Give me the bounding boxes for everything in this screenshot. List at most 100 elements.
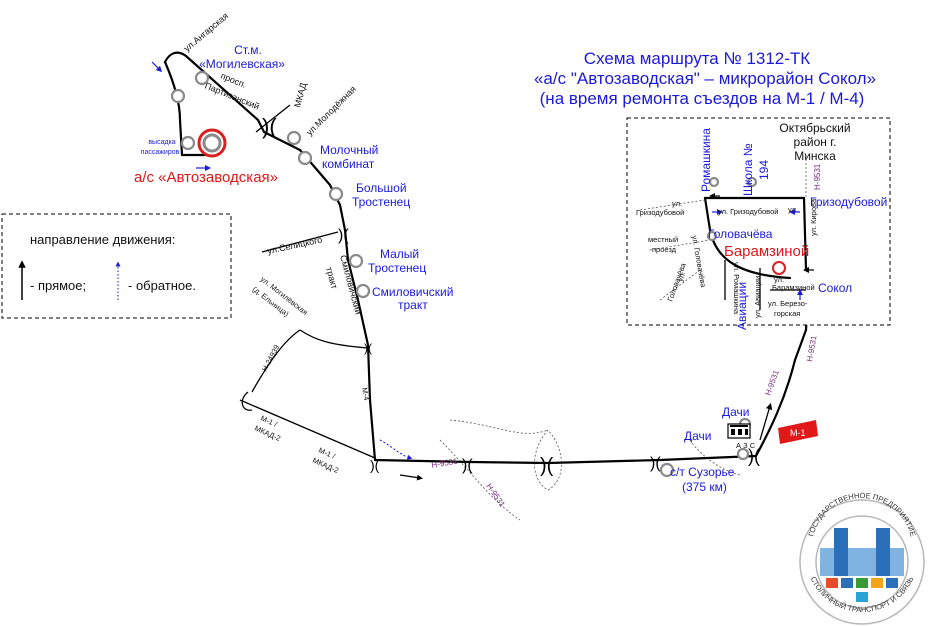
logo-building-icon <box>890 548 904 576</box>
inset-kirova-road <box>802 196 808 272</box>
interchange-east-icon: )( <box>540 455 554 477</box>
azs-pump-icon <box>731 429 735 435</box>
street-n9531-a: Н-9531 <box>431 456 459 470</box>
district-label-2: район г. <box>794 135 837 149</box>
stop-marker <box>328 186 344 202</box>
reverse-arrow-icon <box>151 61 163 73</box>
n9531-lane <box>439 439 521 521</box>
stop-marker <box>736 447 750 461</box>
street-roma: ул. Ромашкина <box>732 262 741 315</box>
title-line-3: (на время ремонта съездов на М-1 / М-4) <box>540 89 865 108</box>
map-title: Схема маршрута № 1312-ТК «а/с "Автозавод… <box>534 49 876 108</box>
title-line-1: Схема маршрута № 1312-ТК <box>584 49 811 68</box>
company-logo: ГОСУДАРСТВЕННОЕ ПРЕДПРИЯТИЕ СТОЛИЧНЫЙ ТР… <box>799 491 925 625</box>
stop-marker <box>297 150 313 166</box>
stop-aviatsii: Авиации <box>735 282 749 330</box>
azs-pump-icon <box>738 429 742 435</box>
azs-station <box>727 423 751 439</box>
label-azs: А З С <box>736 441 756 450</box>
stop-smilovichsky-1: Смиловичский <box>372 285 453 299</box>
stop-shkola-1: Школа № <box>741 143 755 196</box>
interchange-smil-icon: )( <box>364 341 372 355</box>
interchange-ring <box>534 429 562 491</box>
logo-transport-icon <box>856 578 868 588</box>
street-mestny-1: местный <box>648 235 678 244</box>
stop-marker <box>286 130 302 146</box>
street-baram-2: Барамзиной <box>772 283 815 292</box>
street-berez-1: ул. Березо- <box>768 299 808 308</box>
street-grizod-2: Гризодубовой <box>636 208 684 217</box>
street-golov-1: ул. <box>675 270 687 283</box>
logo-tower-right-icon <box>876 528 890 576</box>
street-kirova: ул. Кирова <box>809 198 818 236</box>
local-lane-2 <box>689 439 741 476</box>
stop-marker <box>706 230 718 242</box>
street-m1-b2: МКАД-2 <box>311 456 340 475</box>
street-n24939: Н-24939 <box>260 343 281 373</box>
stop-maly-1: Малый <box>380 247 419 261</box>
stop-romashkina: Ромашкина <box>699 128 713 192</box>
stop-grizodubovoy: Гризодубовой <box>810 195 887 209</box>
azs-pump-icon <box>745 429 748 435</box>
stop-dachi-2: Дачи <box>684 429 712 443</box>
stop-marker <box>170 88 186 104</box>
legend-frame <box>1 213 232 319</box>
m1-sign-label: М-1 <box>790 428 806 438</box>
stop-bolshoy-1: Большой <box>356 181 407 195</box>
street-angarskaya: ул.Ангарская <box>182 11 230 54</box>
stop-avtozavodskaya: а/с «Автозаводская» <box>134 169 278 186</box>
stop-maly-2: Тростенец <box>368 261 426 275</box>
inset-local-road <box>639 199 706 211</box>
forward-arrow-icon <box>399 474 423 481</box>
logo-transport-icon <box>871 578 883 588</box>
stop-mogilevskaya-2: «Могилевская» <box>199 57 285 71</box>
title-line-2: «а/с "Автозаводская" – микрорайон Сокол» <box>534 69 876 88</box>
reverse-arrow-icon <box>379 439 413 460</box>
logo-building-icon <box>820 548 834 576</box>
stop-sokol: Сокол <box>818 281 852 295</box>
selitskogo-road <box>261 231 339 253</box>
inset-local-road-3 <box>659 269 701 301</box>
street-grizod-4: ул. <box>788 205 798 214</box>
stop-marker <box>194 70 210 86</box>
stop-suzorye-2: (375 км) <box>682 480 727 494</box>
interchange-n9531-icon: )( <box>462 457 473 474</box>
stop-molochny-1: Молочный <box>320 143 378 157</box>
legend-heading: направление движения: <box>30 232 175 247</box>
interchanges: )( )( )( )( )( )( )( )( <box>262 114 760 477</box>
street-partizansky: Партизанский <box>203 81 261 112</box>
street-selitskogo: ул.Селицкого <box>266 235 323 256</box>
street-m4: М-4 <box>360 387 371 401</box>
legend-forward: - прямое; <box>30 278 86 293</box>
stop-suzorye-1: с/т Сузорье <box>670 465 735 479</box>
district-label-1: Октябрьский <box>779 121 850 135</box>
stop-marker <box>746 176 758 188</box>
interchange-m4-icon: )( <box>370 457 380 473</box>
street-mestny-2: проезд <box>652 245 677 254</box>
m1-sign: М-1 <box>778 420 818 444</box>
terminal-inner-ring <box>202 133 222 153</box>
street-grizod-1: ул. <box>672 199 682 208</box>
street-n9531-c: Н-9531 <box>813 163 822 190</box>
street-avia: ул. Авиации <box>753 276 762 318</box>
sokol-inset: Октябрьский район г. Минска Ромашкина Шк… <box>626 117 891 330</box>
legend: направление движения: - прямое; - обратн… <box>1 213 232 319</box>
district-label-3: Минска <box>794 149 836 163</box>
logo-building-icon <box>848 548 876 576</box>
road-network <box>239 104 741 521</box>
logo-transport-icon <box>826 578 838 588</box>
stop-shkola-2: 194 <box>757 160 771 180</box>
legend-reverse: - обратное. <box>128 278 196 293</box>
street-n9531-d: Н-9531 <box>805 334 819 362</box>
stop-smilovichsky-2: тракт <box>398 298 428 312</box>
logo-tower-left-icon <box>834 528 848 576</box>
stop-vysadka-1: высадка <box>148 139 175 146</box>
logo-transport-icon <box>886 578 898 588</box>
interchange-m1-icon: )( <box>748 446 760 466</box>
stop-bolshoy-2: Тростенец <box>352 195 410 209</box>
logo-transport-icon <box>841 578 853 588</box>
stop-labels: Ст.м. «Могилевская» а/с «Автозаводская» … <box>134 43 750 494</box>
route-segment-east <box>373 454 758 465</box>
stop-marker <box>355 283 371 299</box>
street-mkad: МКАД <box>292 82 308 109</box>
